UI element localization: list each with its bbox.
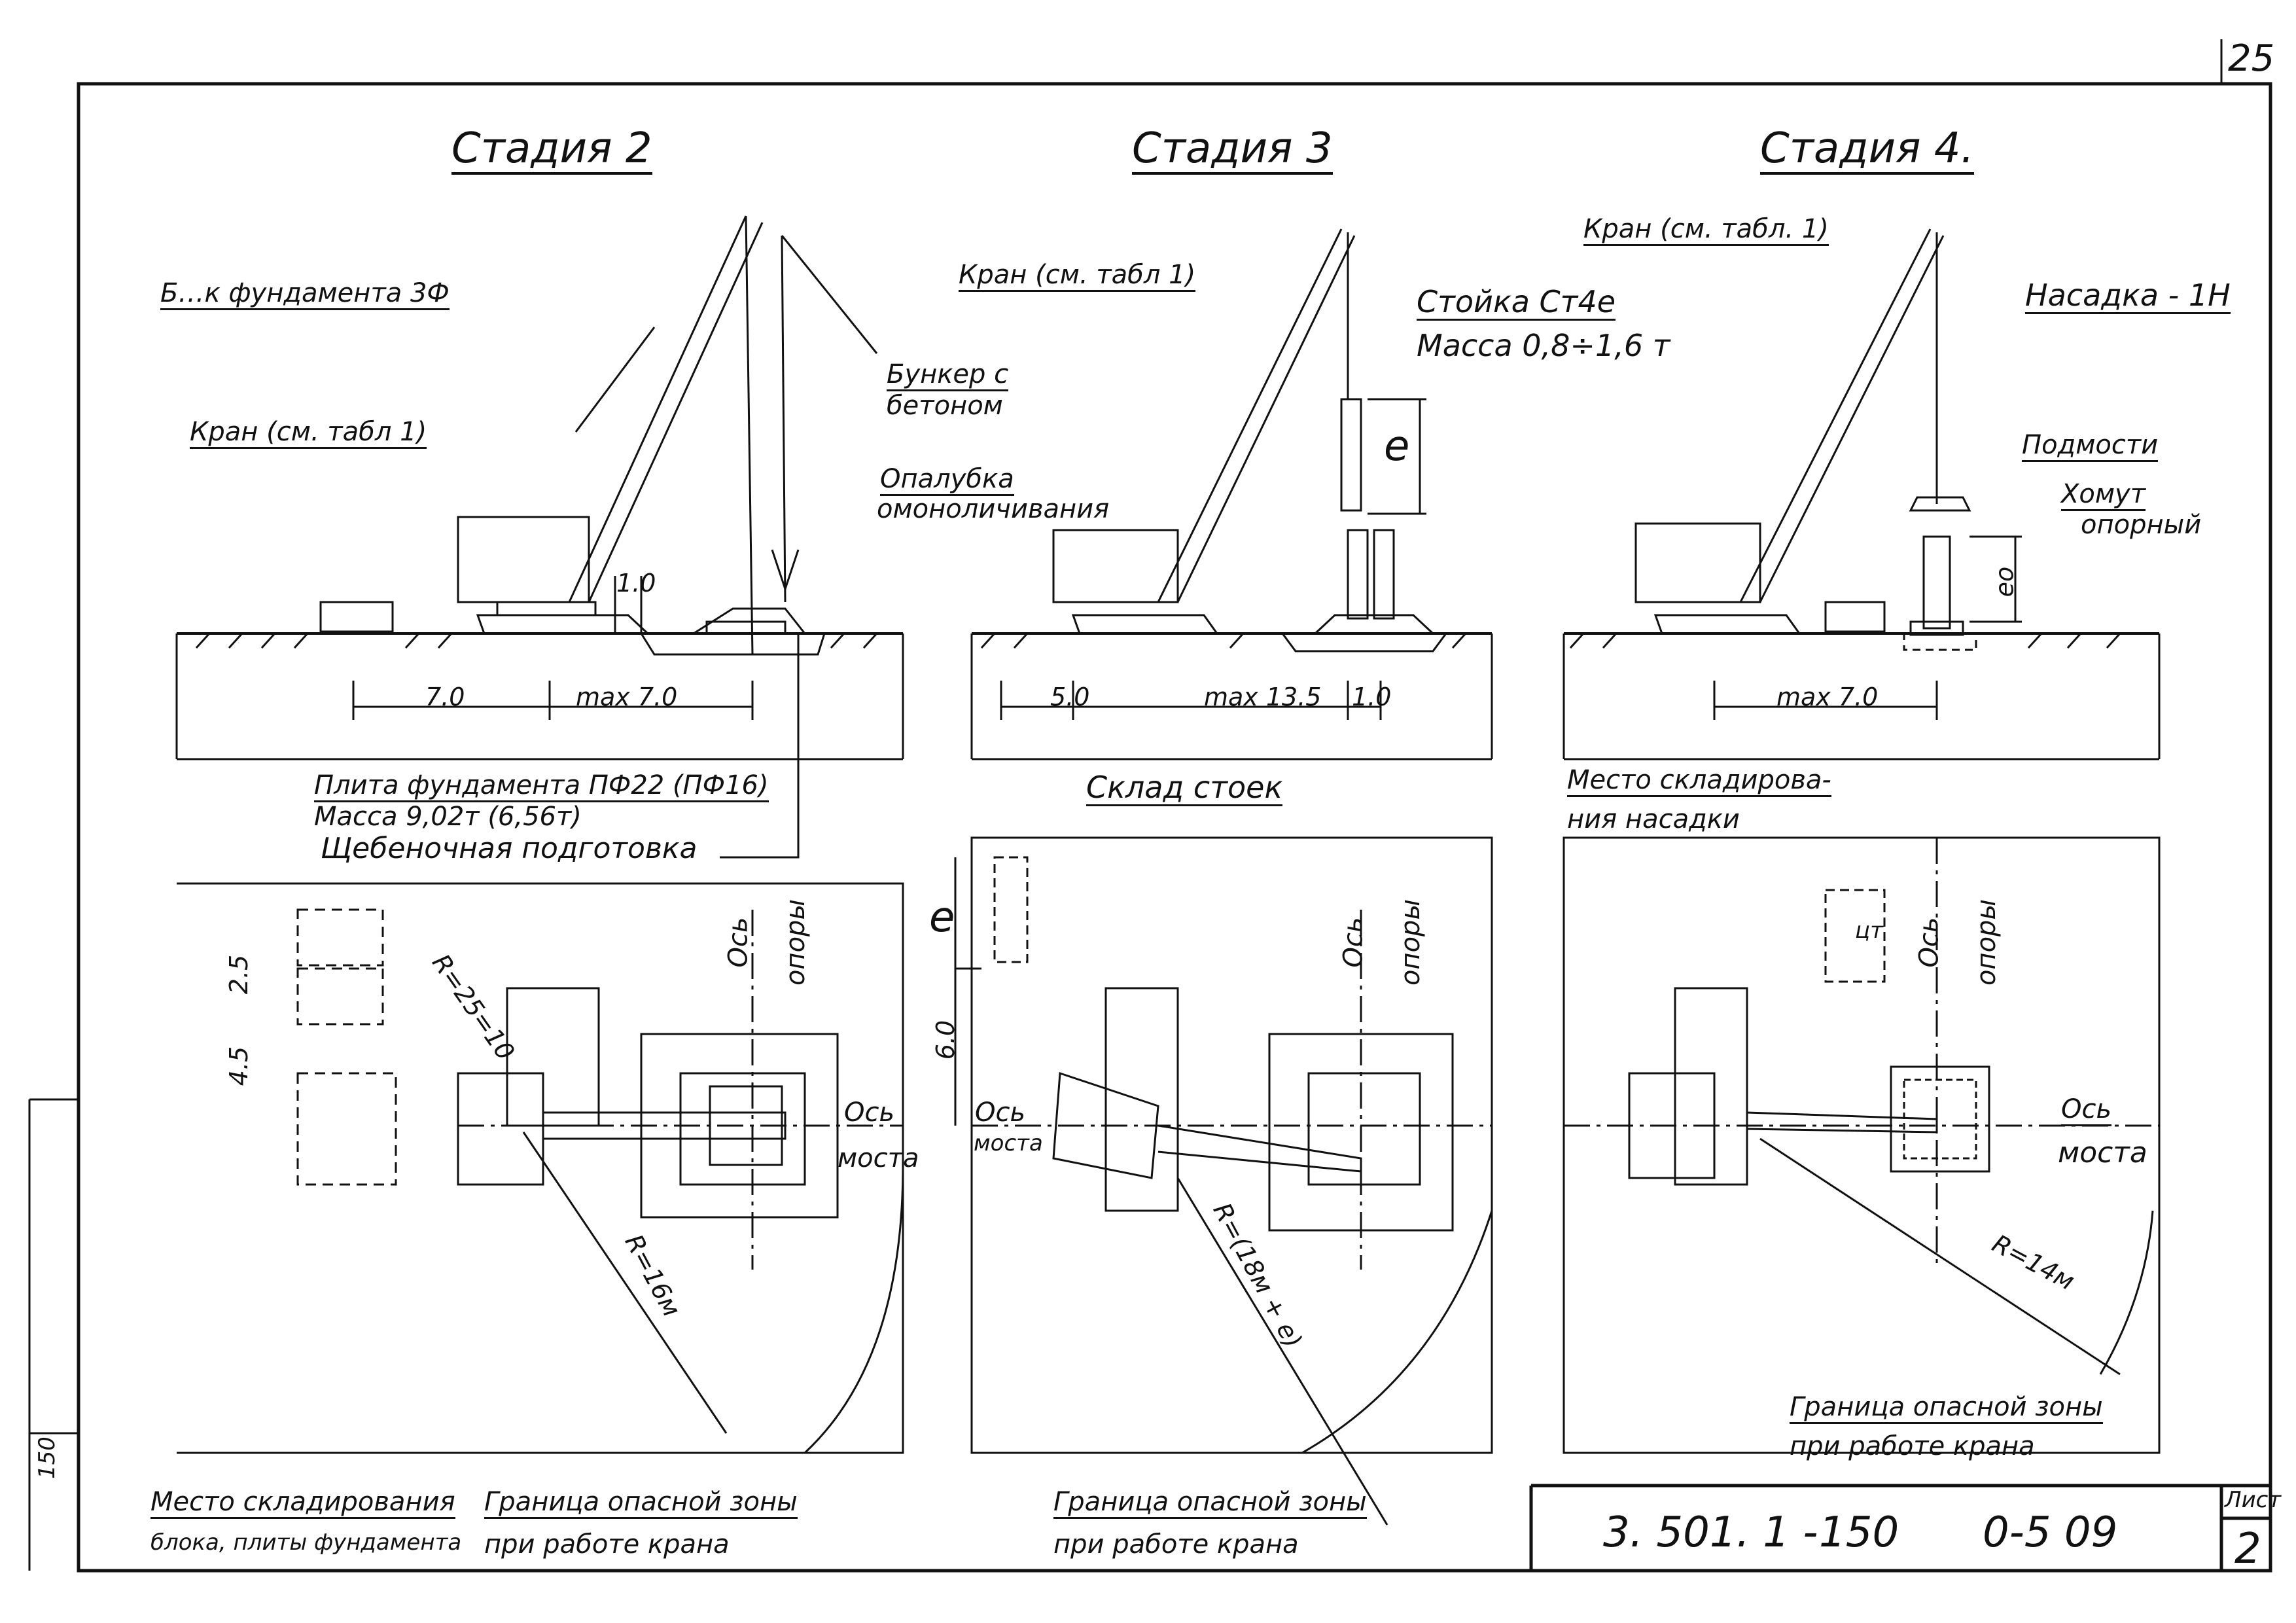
stage4-zone-label2: при работе крана	[1790, 1431, 2035, 1461]
stage4-cap-label: Насадка - 1Н	[2025, 277, 2231, 314]
sheet-series: 150	[1819, 1508, 1899, 1557]
stage2-crane-label: Кран (см. табл 1)	[190, 419, 427, 449]
stage2-axis-bridge: Ось	[844, 1097, 895, 1128]
stage2-zone-label2: при работе крана	[484, 1529, 730, 1560]
stage4-height: ео	[1990, 566, 2019, 597]
stage3-zone-label2: при работе крана	[1053, 1529, 1299, 1560]
stage2-bunker-label2: бетоном	[887, 391, 1003, 421]
stage4-axis-support2: опоры	[1971, 899, 2002, 986]
stage4-crane-label: Кран (см. табл. 1)	[1583, 216, 1829, 246]
stage2-axis-support: Ось	[723, 917, 754, 968]
stage4-plan	[1563, 836, 2161, 1454]
stage2-storage-label2: блока, плиты фундамента	[150, 1529, 462, 1556]
stage3-zone-label: Граница опасной зоны	[1053, 1489, 1367, 1519]
stage3-title: Стадия 3	[1132, 128, 1333, 175]
stage3-axis-bridge2: моста	[974, 1130, 1043, 1156]
stage2-bunker-label: Бункер с	[887, 361, 1009, 391]
list-label: Лист	[2225, 1487, 2282, 1513]
stage2-dim-45: 4.5	[224, 1046, 254, 1086]
stage2-gravel-label: Щебеночная подготовка	[321, 832, 698, 865]
stage4-zone-label: Граница опасной зоны	[1790, 1394, 2103, 1424]
stage2-dim1: 7.0	[425, 683, 465, 711]
stage3-dim1: 5.0	[1050, 683, 1090, 711]
stage3-dim2: max 13.5	[1204, 683, 1322, 711]
stage3-dim-e: е	[929, 893, 955, 942]
stage4-elevation	[1563, 228, 2161, 760]
stage3-dim3: 1.0	[1352, 683, 1392, 711]
stage4-axis-bridge2: моста	[2058, 1136, 2147, 1169]
stage3-crane-label: Кран (см. табл 1)	[959, 262, 1196, 292]
stage3-axis-support2: опоры	[1396, 899, 1426, 986]
stage2-storage-label: Место складирования	[150, 1489, 455, 1519]
list-number: 2	[2234, 1525, 2261, 1573]
stage4-cm-label: цт	[1855, 918, 1883, 944]
sheet-code: 3. 501. 1 -	[1603, 1508, 1818, 1557]
stage2-mass-label: Масса 9,02т (6,56т)	[314, 802, 582, 832]
stage2-dim2: max 7.0	[576, 683, 678, 711]
stage3-storage-label: Склад стоек	[1086, 770, 1283, 806]
stage4-storage-label: Место складирова-	[1567, 767, 1831, 797]
stage2-formwork-label: Опалубка	[880, 466, 1014, 496]
stage3-column-label: Стойка Ст4е	[1417, 284, 1616, 321]
stage2-block-label: Б…к фундамента 3Ф	[160, 280, 450, 310]
side-stamp: 150	[34, 1436, 60, 1479]
stage3-elevation	[970, 228, 1493, 760]
stage2-title: Стадия 2	[451, 128, 652, 175]
sheet-frame	[28, 39, 2272, 1573]
stage2-plan	[177, 882, 904, 1454]
stage3-mass-label: Масса 0,8÷1,6 т	[1417, 328, 1670, 363]
stage2-axis-support2: опоры	[781, 899, 811, 986]
stage2-zone-label: Граница опасной зоны	[484, 1489, 798, 1519]
sheet-issue: 0-5 09	[1983, 1508, 2118, 1557]
stage4-storage-label2: ния насадки	[1567, 804, 1740, 834]
stage3-dim-60: 6.0	[931, 1020, 961, 1060]
stage3-axis-bridge: Ось	[975, 1097, 1026, 1128]
stage4-dim1: max 7.0	[1776, 683, 1879, 711]
stage3-axis-support: Ось	[1338, 917, 1369, 968]
stage4-axis-support: Ось	[1914, 917, 1945, 968]
stage2-height: 1.0	[616, 569, 656, 597]
page-number: 25	[2228, 37, 2275, 80]
stage4-clamp-label: Хомут	[2061, 481, 2146, 511]
stage2-dim-25: 2.5	[224, 954, 254, 995]
stage2-slab-label: Плита фундамента ПФ22 (ПФ16)	[314, 772, 769, 802]
stage2-axis-bridge2: моста	[838, 1143, 919, 1173]
stage3-plan	[954, 836, 1493, 1525]
stage4-clamp-label2: опорный	[2081, 510, 2202, 540]
stage3-len: е	[1384, 422, 1410, 471]
stage4-axis-bridge: Ось	[2061, 1096, 2112, 1126]
stage2-elevation	[175, 215, 904, 859]
stage4-title: Стадия 4.	[1760, 128, 1974, 175]
stage2-formwork-label2: омоноличивания	[877, 494, 1110, 524]
stage4-scaffold-label: Подмости	[2022, 432, 2159, 462]
